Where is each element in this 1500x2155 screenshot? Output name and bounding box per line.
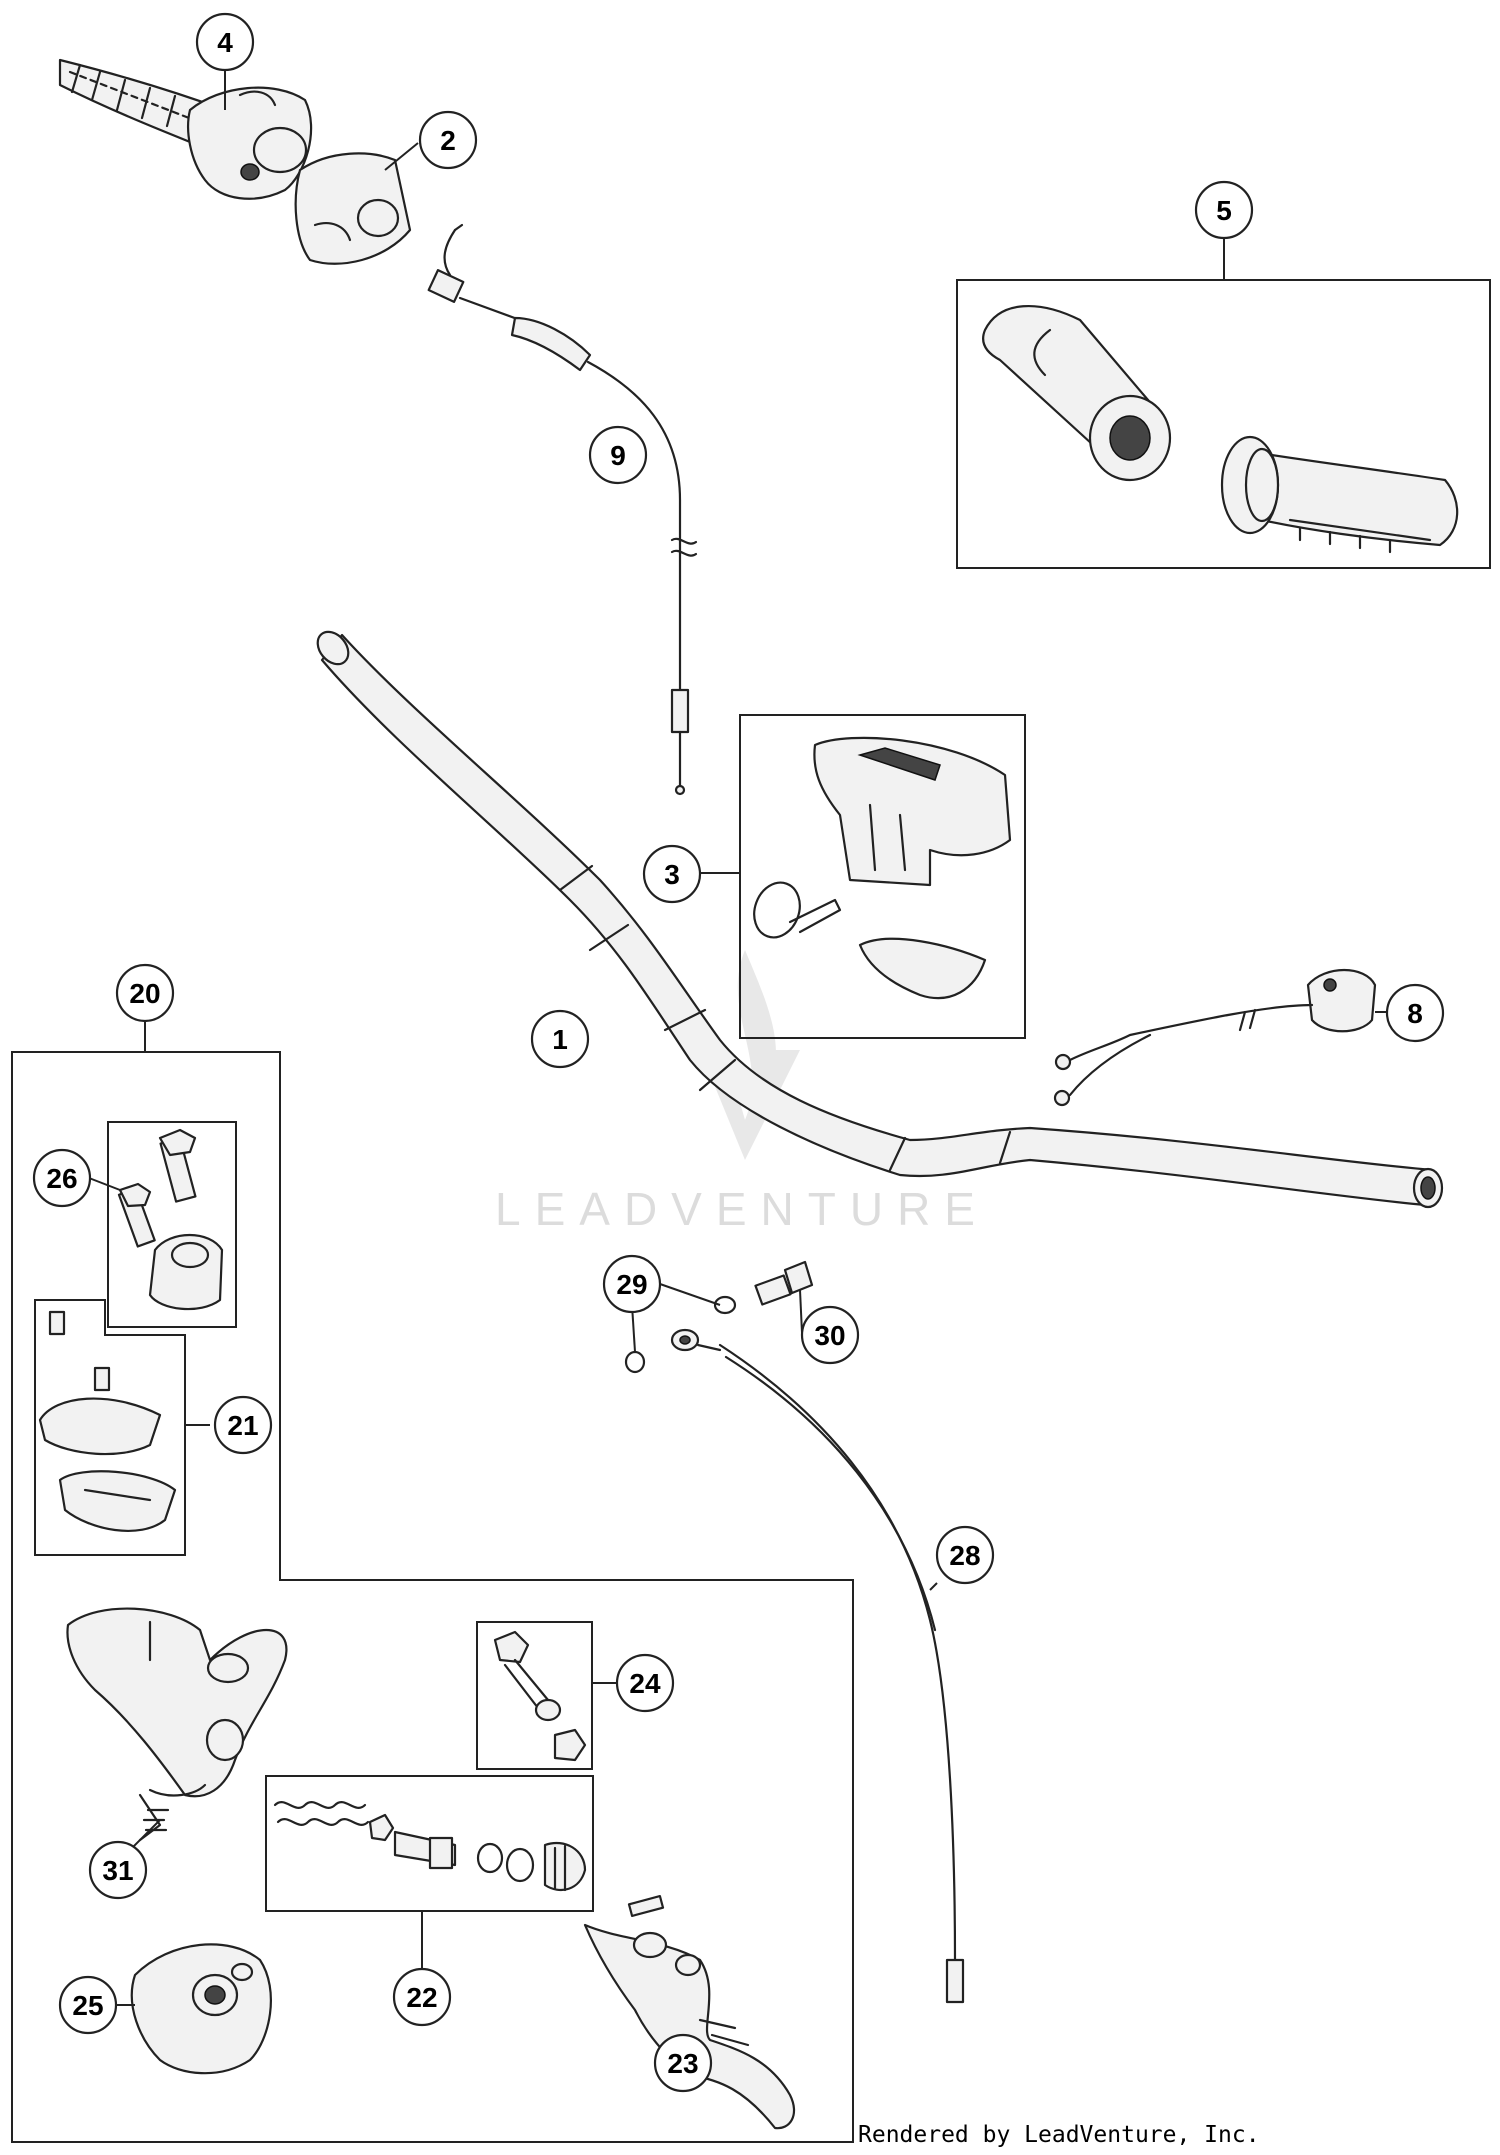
callout-5: 5 xyxy=(1194,180,1254,240)
master-cylinder xyxy=(66,1607,288,1842)
callout-2: 2 xyxy=(418,110,478,170)
callout-8: 8 xyxy=(1385,983,1445,1043)
callout-22: 22 xyxy=(392,1967,452,2027)
svg-text:9: 9 xyxy=(610,440,626,471)
callout-20: 20 xyxy=(115,963,175,1023)
callout-24: 24 xyxy=(615,1653,675,1713)
throttle-cable xyxy=(427,223,698,796)
svg-text:23: 23 xyxy=(667,2048,698,2079)
guard-parts xyxy=(753,736,1012,1000)
callout-30: 30 xyxy=(800,1305,860,1365)
kill-switch xyxy=(1053,968,1377,1107)
callout-26: 26 xyxy=(32,1148,92,1208)
svg-text:5: 5 xyxy=(1216,195,1232,226)
callout-21: 21 xyxy=(213,1395,273,1455)
clamp-screws xyxy=(117,1128,224,1311)
brake-lever xyxy=(583,1894,796,2130)
svg-text:3: 3 xyxy=(664,859,680,890)
callout-3: 3 xyxy=(642,844,702,904)
svg-text:2: 2 xyxy=(440,125,456,156)
grips xyxy=(982,304,1459,554)
svg-text:29: 29 xyxy=(616,1269,647,1300)
callout-4: 4 xyxy=(195,12,255,72)
throttle-assembly xyxy=(58,58,313,200)
adjuster-screw xyxy=(493,1630,587,1762)
svg-text:28: 28 xyxy=(949,1540,980,1571)
piston-kit xyxy=(273,1801,587,1892)
svg-text:20: 20 xyxy=(129,978,160,1009)
svg-text:25: 25 xyxy=(72,1990,103,2021)
svg-text:24: 24 xyxy=(629,1668,661,1699)
svg-text:4: 4 xyxy=(217,27,233,58)
svg-text:26: 26 xyxy=(46,1163,77,1194)
assembly-20-box xyxy=(11,1051,854,2143)
callout-31: 31 xyxy=(88,1840,148,1900)
svg-text:1: 1 xyxy=(552,1024,568,1055)
box-24 xyxy=(476,1621,593,1770)
guard-box xyxy=(739,714,1026,1039)
callout-25: 25 xyxy=(58,1975,118,2035)
box-22 xyxy=(265,1775,594,1912)
box-21 xyxy=(34,1299,186,1556)
throttle-cover xyxy=(294,152,412,265)
lever-clamp xyxy=(130,1943,272,2075)
watermark-text: LEADVENTURE xyxy=(495,1183,989,1235)
callout-28: 28 xyxy=(935,1525,995,1585)
reservoir-cap xyxy=(38,1310,177,1532)
callout-9: 9 xyxy=(588,425,648,485)
rendered-by-credit: Rendered by LeadVenture, Inc. xyxy=(858,2122,1260,2148)
handlebar xyxy=(316,630,1444,1209)
svg-text:30: 30 xyxy=(814,1320,845,1351)
svg-text:21: 21 xyxy=(227,1410,258,1441)
svg-text:8: 8 xyxy=(1407,998,1423,1029)
callouts: 1 2 3 4 5 8 9 20 21 22 23 24 25 26 28 29… xyxy=(32,12,1445,2093)
svg-text:31: 31 xyxy=(102,1855,133,1886)
box-26 xyxy=(107,1121,237,1328)
callout-1: 1 xyxy=(530,1009,590,1069)
callout-23: 23 xyxy=(653,2033,713,2093)
svg-text:22: 22 xyxy=(406,1982,437,2013)
callout-29: 29 xyxy=(602,1254,662,1314)
brake-line xyxy=(624,1260,965,2004)
